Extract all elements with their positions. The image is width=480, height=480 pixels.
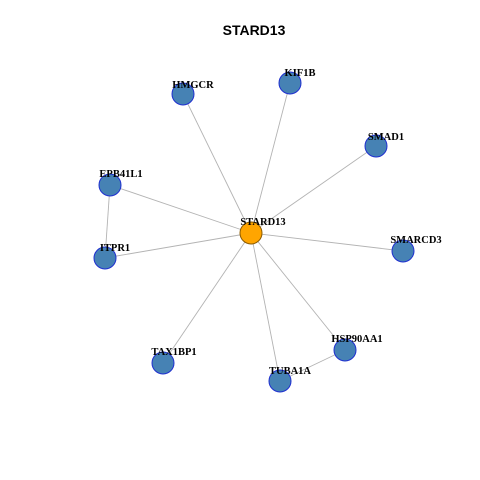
node-hmgcr: HMGCR	[171, 80, 214, 106]
edge-stard13-kif1b	[250, 82, 291, 234]
node-label: SMARCD3	[390, 235, 441, 246]
node-label: HMGCR	[172, 80, 214, 91]
node-smarcd3: SMARCD3	[390, 235, 442, 263]
node-label: HSP90AA1	[331, 334, 382, 345]
node-circle	[93, 246, 117, 270]
node-kif1b: KIF1B	[278, 68, 316, 95]
node-hsp90aa1: HSP90AA1	[331, 334, 383, 362]
node-label: TUBA1A	[269, 366, 311, 377]
node-tax1bp1: TAX1BP1	[151, 347, 197, 375]
node-circle	[391, 239, 415, 263]
node-label: ITPR1	[100, 243, 130, 254]
diagram-title: STARD13	[223, 22, 286, 38]
edge-stard13-epb41l1	[109, 184, 252, 234]
node-itpr1: ITPR1	[93, 243, 130, 270]
node-circle	[364, 134, 388, 158]
edge-stard13-itpr1	[104, 232, 252, 259]
edge-stard13-tax1bp1	[162, 232, 252, 364]
edges-layer	[104, 82, 404, 382]
node-label: STARD13	[240, 217, 285, 228]
node-circle	[268, 369, 292, 393]
node-tuba1a: TUBA1A	[268, 366, 311, 393]
node-circle	[98, 173, 122, 197]
node-circle	[171, 82, 195, 106]
node-stard13: STARD13	[239, 217, 286, 245]
edge-hsp90aa1-tuba1a	[279, 349, 346, 382]
node-label: SMAD1	[368, 132, 404, 143]
node-smad1: SMAD1	[364, 132, 404, 158]
edge-stard13-smarcd3	[250, 232, 404, 252]
node-circle	[239, 221, 263, 245]
edge-stard13-hmgcr	[182, 93, 252, 234]
edge-stard13-smad1	[250, 145, 377, 234]
node-label: KIF1B	[285, 68, 316, 79]
node-circle	[151, 351, 175, 375]
node-label: EPB41L1	[99, 169, 142, 180]
edge-stard13-hsp90aa1	[250, 232, 346, 351]
edge-stard13-tuba1a	[250, 232, 281, 382]
edge-epb41l1-itpr1	[104, 184, 111, 259]
node-epb41l1: EPB41L1	[98, 169, 143, 197]
node-circle	[333, 338, 357, 362]
node-circle	[278, 71, 302, 95]
node-label: TAX1BP1	[151, 347, 196, 358]
